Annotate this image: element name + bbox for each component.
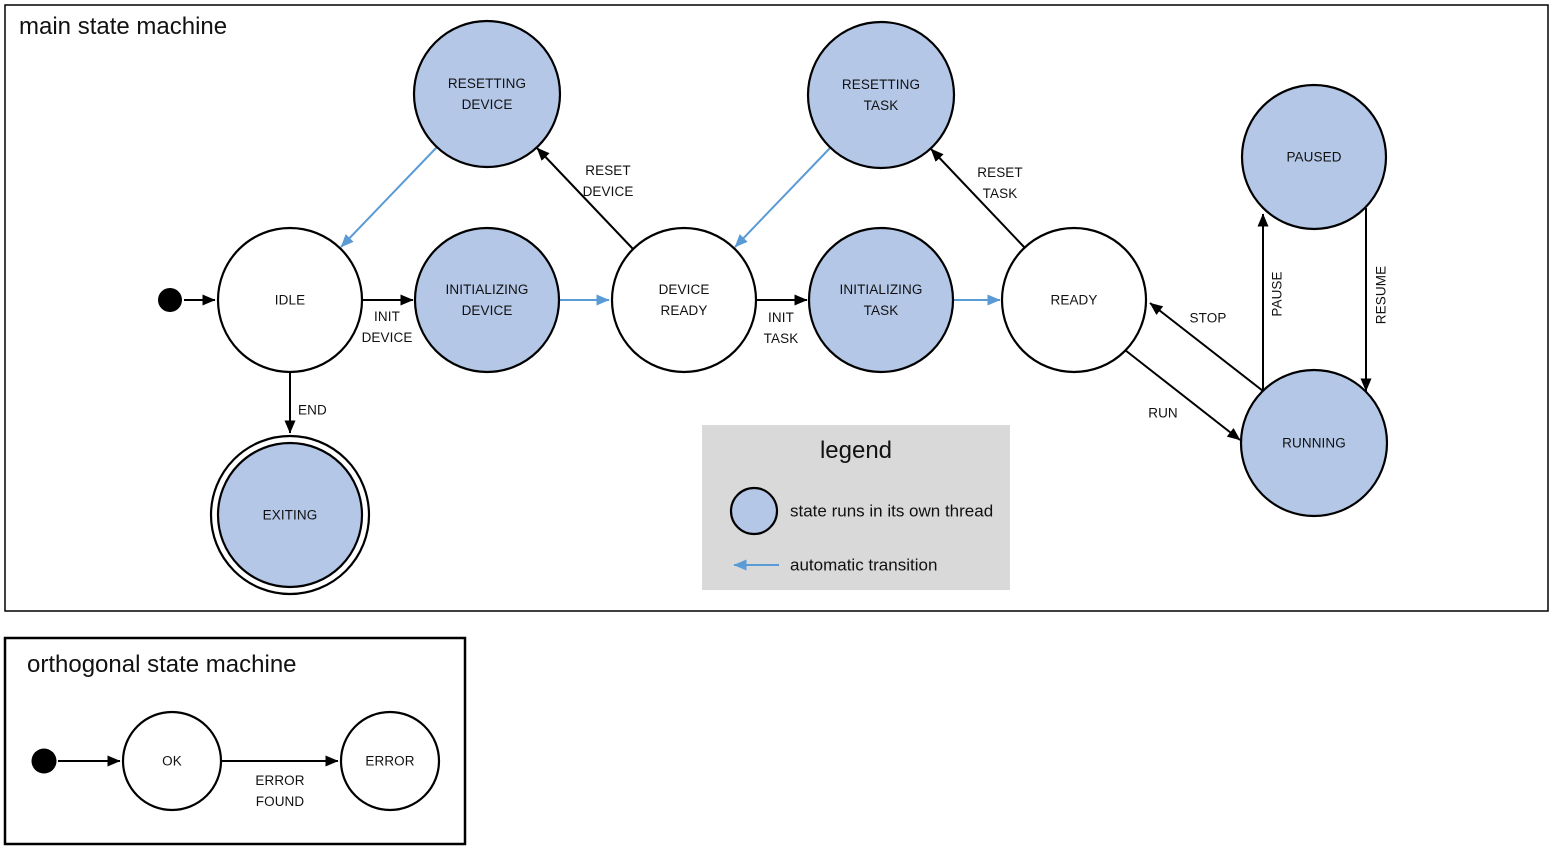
state-exiting: EXITING [209,434,371,596]
state-paused: PAUSED [1240,83,1388,231]
transition-label-ready-to-resetting-task: RESET TASK [977,165,1023,201]
state-label-initializing-device: INITIALIZING DEVICE [446,282,529,318]
state-circle-initializing-device [413,226,561,374]
state-idle: IDLE [216,226,364,374]
state-ok: OK [121,710,223,812]
state-circle-resetting-device [412,19,562,169]
state-initializing-device: INITIALIZING DEVICE [413,226,561,374]
state-label-initializing-task-line: TASK [864,303,899,318]
state-label-ok-line: OK [162,754,182,769]
state-label-resetting-task-line: TASK [864,98,899,113]
state-label-paused-line: PAUSED [1286,150,1341,165]
transition-label-device-ready-to-resetting-device-line: DEVICE [583,184,634,199]
legend-item-label: automatic transition [790,556,937,575]
state-label-error-line: ERROR [365,754,414,769]
initial-state-dot [158,288,182,312]
state-label-initializing-task-line: INITIALIZING [840,282,923,297]
state-resetting-device: RESETTING DEVICE [412,19,562,169]
machine-box-orthogonal [3,636,467,846]
transition-label-device-ready-to-initializing-task-line: INIT [768,310,794,325]
transition-label-idle-to-initializing-device-line: DEVICE [362,330,413,345]
transition-label-running-to-paused: PAUSE [1270,271,1285,316]
state-label-device-ready: DEVICE READY [659,282,710,318]
state-label-ok: OK [162,754,182,769]
transition-label-ready-to-running-line: RUN [1148,406,1178,421]
state-circle-paused [1240,83,1388,231]
transition-arrow-resetting-task-to-device-ready [734,147,831,248]
state-circle-ok [121,710,223,812]
state-label-exiting-line: EXITING [263,508,318,523]
legend-thread-state-icon [729,486,779,536]
state-circle-ready [1000,226,1148,374]
transition-label-device-ready-to-initializing-task-line: TASK [764,331,799,346]
state-label-resetting-device-line: DEVICE [462,97,513,112]
transition-label-device-ready-to-initializing-task: INIT TASK [764,310,799,346]
state-label-initializing-device-line: INITIALIZING [446,282,529,297]
transition-label-running-to-ready: STOP [1190,311,1227,326]
state-initializing-task: INITIALIZING TASK [807,226,955,374]
transition-label-device-ready-to-resetting-device-line: RESET [585,163,631,178]
machine-box-main [4,4,1549,612]
transition-label-paused-to-running-line: RESUME [1374,266,1389,324]
legend: legend state runs in its own thread automa… [702,425,1010,590]
state-label-resetting-device-line: RESETTING [448,76,526,91]
state-label-resetting-device: RESETTING DEVICE [448,76,526,112]
transition-arrow-ready-to-running [1124,349,1241,441]
state-label-initializing-task: INITIALIZING TASK [840,282,923,318]
state-ready: READY [1000,226,1148,374]
machine-title-main: main state machine [19,13,227,40]
transition-arrow-device-ready-to-resetting-device [536,147,634,250]
state-running: RUNNING [1239,368,1389,518]
state-label-idle: IDLE [275,293,305,308]
state-resetting-task: RESETTING TASK [806,20,956,170]
initial-state-dot [31,748,57,774]
transition-label-ready-to-resetting-task-line: RESET [977,165,1023,180]
state-label-resetting-task: RESETTING TASK [842,77,920,113]
state-label-idle-line: IDLE [275,293,305,308]
transition-arrow-resetting-device-to-idle [340,146,438,248]
transition-label-paused-to-running: RESUME [1374,266,1389,324]
state-circle-device-ready [610,226,758,374]
legend-title: legend [820,437,892,464]
state-label-ready-line: READY [1050,293,1097,308]
transition-label-ready-to-resetting-task-line: TASK [983,186,1018,201]
state-label-device-ready-line: READY [660,303,707,318]
state-label-ready: READY [1050,293,1097,308]
transition-label-idle-to-exiting-line: END [298,403,327,418]
transition-label-idle-to-initializing-device: INIT DEVICE [362,309,413,345]
transition-arrow-running-to-ready [1149,302,1264,392]
transition-label-running-to-paused-line: PAUSE [1270,271,1285,316]
transition-label-ok-to-error-line: ERROR [255,773,304,788]
state-error: ERROR [339,710,441,812]
state-circle-idle [216,226,364,374]
state-circle-initializing-task [807,226,955,374]
state-label-resetting-task-line: RESETTING [842,77,920,92]
state-label-device-ready-line: DEVICE [659,282,710,297]
machine-title-orthogonal: orthogonal state machine [27,651,297,678]
state-label-exiting: EXITING [263,508,318,523]
state-label-initializing-device-line: DEVICE [462,303,513,318]
state-device-ready: DEVICE READY [610,226,758,374]
transition-arrow-ready-to-resetting-task [930,148,1026,249]
state-label-running-line: RUNNING [1282,436,1346,451]
transition-label-ok-to-error-line: FOUND [256,794,305,809]
transition-label-running-to-ready-line: STOP [1190,311,1227,326]
legend-item-label: state runs in its own thread [790,502,993,521]
state-label-paused: PAUSED [1286,150,1341,165]
state-circle-resetting-task [806,20,956,170]
transition-label-ready-to-running: RUN [1148,406,1178,421]
transition-label-ok-to-error: ERROR FOUND [255,773,304,809]
transition-label-idle-to-initializing-device-line: INIT [374,309,400,324]
state-circle-running [1239,368,1389,518]
state-label-error: ERROR [365,754,414,769]
transition-label-idle-to-exiting: END [298,403,327,418]
state-label-running: RUNNING [1282,436,1346,451]
transition-label-device-ready-to-resetting-device: RESET DEVICE [583,163,634,199]
state-circle-exiting [216,441,364,589]
state-circle-error [339,710,441,812]
